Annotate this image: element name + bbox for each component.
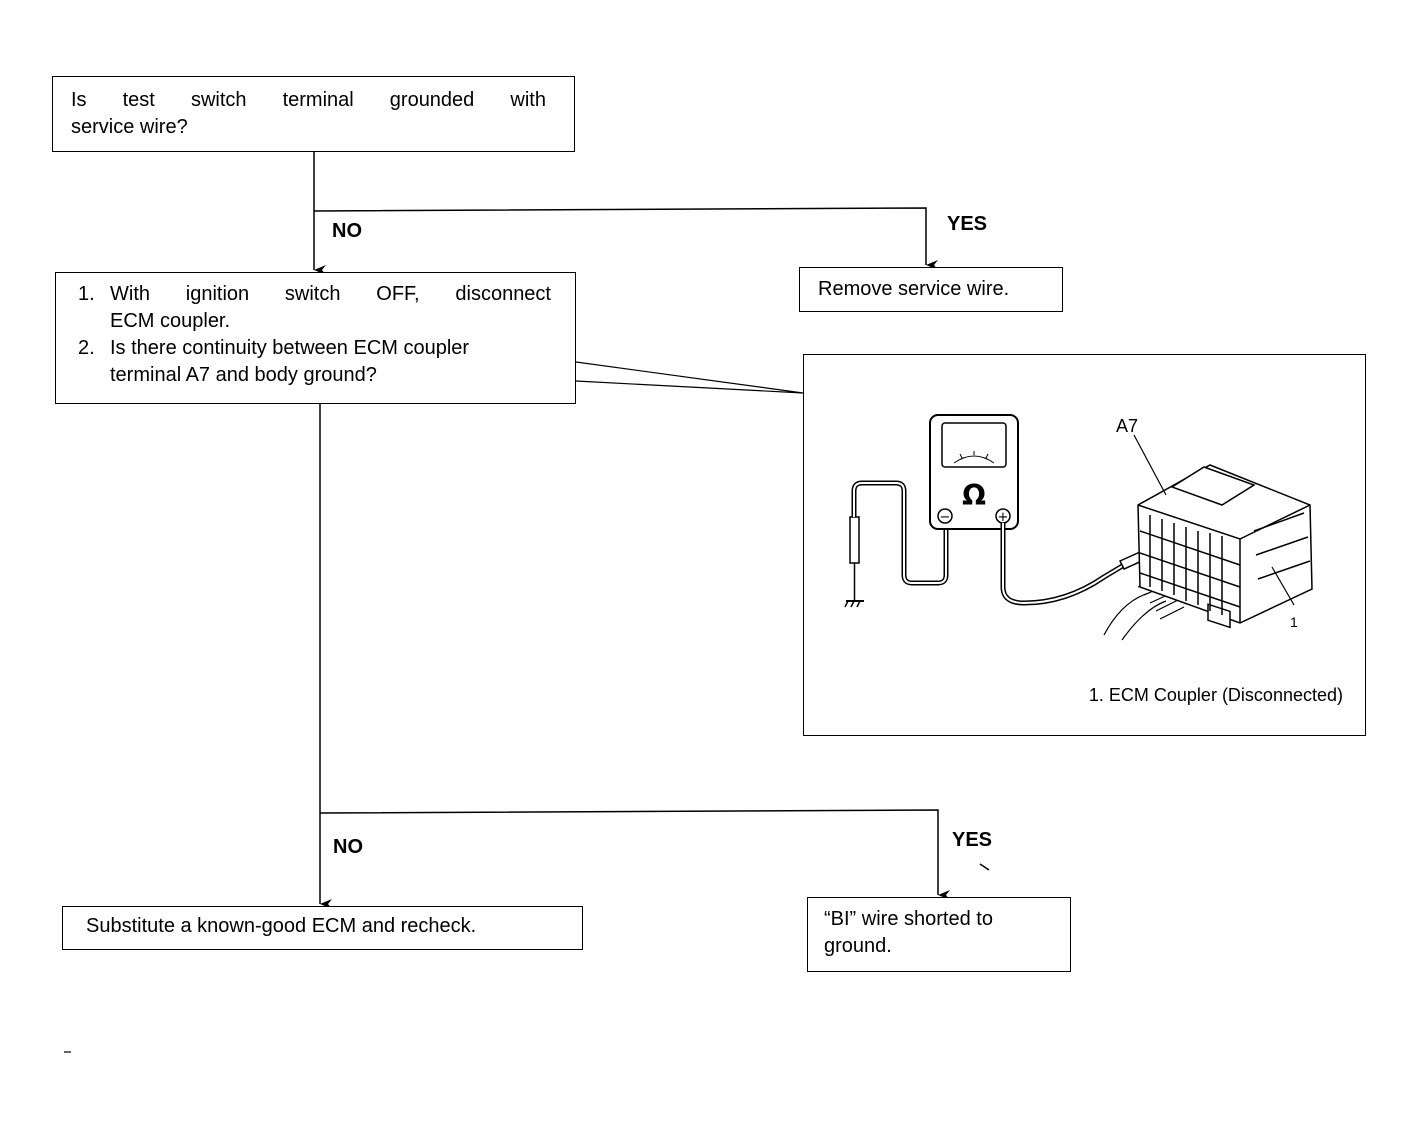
action-substitute-ecm: Substitute a known-good ECM and recheck.: [62, 906, 583, 950]
branch-label-no: NO: [332, 220, 362, 242]
word: OFF,: [376, 283, 420, 305]
word: disconnect: [455, 283, 551, 305]
step-1-line-2: ECM coupler.: [110, 310, 231, 332]
callout-line: [575, 361, 804, 394]
illustration-caption: 1. ECM Coupler (Disconnected): [1088, 685, 1343, 705]
meter-negative-symbol: −: [940, 510, 951, 525]
step-2: 2. Is there continuity between ECM coupl…: [78, 335, 551, 389]
branch-label-no: NO: [333, 836, 363, 858]
question-line-2: service wire?: [71, 116, 188, 138]
step-number: 2.: [78, 337, 95, 359]
question-test-switch-grounded: Is test switch terminal grounded with se…: [52, 76, 575, 152]
illustration-ohmmeter-ecm-coupler: Ω − +: [803, 354, 1366, 736]
word: terminal: [282, 89, 354, 111]
leader-line-a7: [1133, 434, 1167, 496]
word: Is: [71, 89, 87, 111]
part-1-label: 1: [1290, 614, 1298, 630]
word: with: [510, 89, 546, 111]
word: ignition: [185, 283, 250, 305]
meter-ohm-symbol: Ω: [962, 479, 986, 512]
step-1-line-1: With ignition switch OFF, disconnect: [110, 281, 551, 308]
word: switch: [190, 89, 247, 111]
ohmmeter-drawing: Ω − +: [844, 414, 1313, 641]
connector-q1-yes: [313, 207, 938, 270]
ecm-coupler-icon: [1137, 464, 1313, 629]
step-number: 1.: [78, 283, 95, 305]
positive-lead: [1000, 523, 1126, 606]
action-remove-service-wire: Remove service wire.: [799, 267, 1063, 312]
leader-line-part1: [1271, 566, 1295, 606]
step-2-line-2: terminal A7 and body ground?: [110, 364, 377, 386]
step-1: 1. With ignition switch OFF, disconnect …: [78, 281, 551, 335]
branch-label-yes: YES: [952, 829, 993, 851]
step-2-line-1: Is there continuity between ECM coupler: [110, 337, 470, 359]
word: grounded: [389, 89, 475, 111]
result-line-2: ground.: [824, 935, 892, 957]
ohmmeter-icon: [929, 414, 1019, 530]
question-continuity-a7: 1. With ignition switch OFF, disconnect …: [55, 272, 576, 404]
stray-mark: [979, 863, 990, 871]
word: switch: [284, 283, 341, 305]
action-text: Substitute a known-good ECM and recheck.: [86, 915, 477, 937]
ground-probe-icon: [844, 516, 864, 608]
result-bi-wire-shorted: “BI” wire shorted to ground.: [807, 897, 1071, 972]
question-line-1: Is test switch terminal grounded with: [71, 87, 546, 114]
terminal-a7-label: A7: [1116, 416, 1139, 436]
word: test: [122, 89, 155, 111]
connector-q2-yes: [319, 809, 950, 900]
action-text: Remove service wire.: [818, 278, 1010, 300]
word: With: [110, 283, 150, 305]
result-line-1: “BI” wire shorted to: [824, 908, 993, 930]
branch-label-yes: YES: [947, 213, 988, 235]
meter-positive-symbol: +: [998, 510, 1009, 525]
